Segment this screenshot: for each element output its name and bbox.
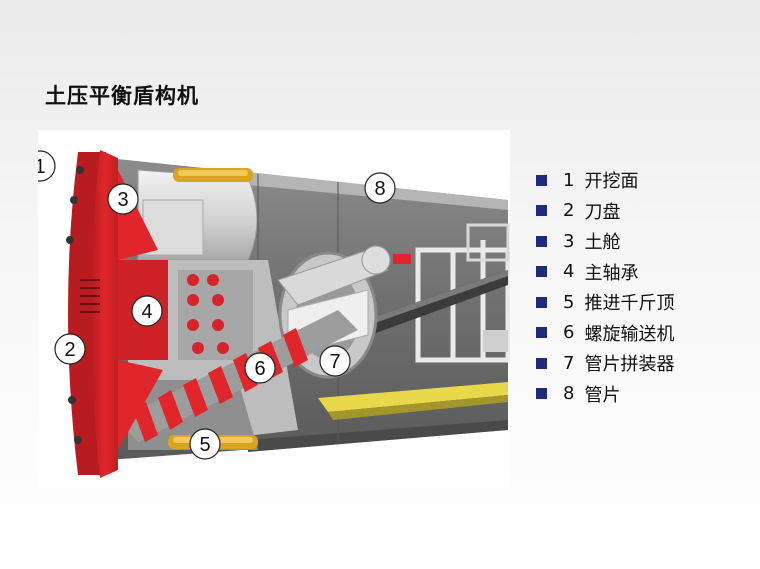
- square-bullet-icon: [536, 235, 547, 247]
- callout-8: 8: [364, 172, 396, 204]
- legend-item: 7 管片拼装器: [536, 348, 674, 379]
- belt-conveyor: [338, 270, 508, 345]
- square-bullet-icon: [536, 388, 547, 400]
- square-bullet-icon: [536, 357, 547, 369]
- callout-2: 2: [54, 333, 86, 365]
- callout-3: 3: [107, 183, 139, 215]
- legend-item-label: 管片: [584, 384, 621, 406]
- callout-2-label: 2: [64, 339, 75, 361]
- legend-item-label: 主轴承: [584, 262, 639, 284]
- legend-item-label: 开挖面: [584, 171, 639, 193]
- callout-5-label: 5: [199, 434, 210, 456]
- callout-3-label: 3: [117, 189, 128, 211]
- callout-6: 6: [244, 352, 276, 384]
- legend-item-label: 螺旋输送机: [584, 323, 675, 345]
- legend-item-label: 刀盘: [584, 201, 621, 223]
- slide-title: 土压平衡盾构机: [45, 84, 199, 108]
- legend-item: 4 主轴承: [536, 257, 674, 288]
- legend-item: 2 刀盘: [536, 196, 674, 227]
- legend-item: 6 螺旋输送机: [536, 318, 674, 349]
- main-bearing: [178, 270, 253, 360]
- square-bullet-icon: [536, 266, 547, 278]
- legend-item-number: 2: [563, 200, 575, 222]
- legend-item-number: 4: [563, 261, 575, 283]
- legend-item-number: 5: [563, 291, 575, 313]
- legend-item-number: 3: [563, 230, 575, 252]
- callout-6-label: 6: [254, 358, 265, 380]
- legend-item-label: 土舱: [584, 232, 621, 254]
- component-legend: 1 开挖面 2 刀盘 3 土舱 4 主轴承 5 推进千斤顶 6 螺旋输送机 7 管片拼装器 8…: [536, 165, 674, 409]
- square-bullet-icon: [536, 174, 547, 186]
- legend-item: 8 管片: [536, 379, 674, 410]
- callout-4-label: 4: [141, 301, 152, 323]
- square-bullet-icon: [536, 205, 547, 217]
- callout-4: 4: [131, 295, 163, 327]
- shield-machine-illustration: 1 2 3 4 5 6 7 8: [38, 150, 510, 478]
- square-bullet-icon: [536, 327, 547, 339]
- callout-7-label: 7: [329, 351, 340, 373]
- legend-item: 1 开挖面: [536, 165, 674, 196]
- shield-machine-diagram: 1 2 3 4 5 6 7 8: [38, 130, 510, 486]
- legend-item: 5 推进千斤顶: [536, 287, 674, 318]
- legend-item-number: 6: [563, 322, 575, 344]
- callout-1: 1: [38, 150, 56, 182]
- legend-item-label: 推进千斤顶: [584, 293, 675, 315]
- callout-1-label: 1: [38, 156, 46, 178]
- square-bullet-icon: [536, 296, 547, 308]
- legend-item: 3 土舱: [536, 226, 674, 257]
- callout-5: 5: [189, 428, 221, 460]
- main-drive-housing: [137, 169, 258, 261]
- legend-item-number: 1: [563, 169, 575, 191]
- legend-item-label: 管片拼装器: [584, 354, 675, 376]
- callout-7: 7: [319, 345, 351, 377]
- callout-8-label: 8: [374, 178, 385, 200]
- legend-item-number: 7: [563, 352, 575, 374]
- conveyor-deck: [318, 382, 508, 420]
- legend-item-number: 8: [563, 383, 575, 405]
- cutterhead: [64, 150, 168, 478]
